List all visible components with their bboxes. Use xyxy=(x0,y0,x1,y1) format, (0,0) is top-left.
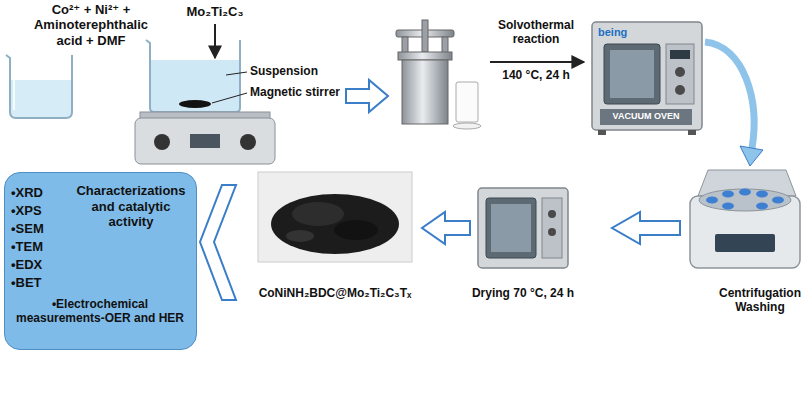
oven-window xyxy=(604,44,660,104)
autoclave-body xyxy=(402,60,448,124)
powder xyxy=(271,194,399,254)
oven-glass xyxy=(491,204,531,252)
curved-arrowhead xyxy=(740,146,763,166)
oven-knob xyxy=(548,210,556,218)
magnetic-stirrer-setup xyxy=(135,40,275,164)
product-caption: CoNiNH₂BDC@Mo₂Ti₂C₃Tₓ xyxy=(240,286,430,300)
powder xyxy=(286,230,314,242)
list-item: •BET xyxy=(11,275,69,291)
autoclave-screw xyxy=(422,20,428,52)
chevron-arrow xyxy=(200,185,236,300)
callout-label: Suspension xyxy=(250,64,344,78)
device-name: VACUUM OVEN xyxy=(600,111,692,122)
oven-knob xyxy=(675,67,685,77)
step-arrow xyxy=(422,212,470,244)
stirrer-knob xyxy=(240,134,256,150)
step-arrow xyxy=(346,80,388,112)
addition-arrow xyxy=(214,24,216,58)
leader-line xyxy=(226,72,247,75)
rotor xyxy=(699,189,791,211)
oven-display xyxy=(670,50,690,59)
solution xyxy=(11,80,71,117)
vacuum-oven xyxy=(592,22,702,135)
step-caption: Centrifugation Washing xyxy=(714,286,806,314)
list-item: •XRD xyxy=(11,185,69,201)
oven-door xyxy=(486,198,536,258)
glass-shine xyxy=(13,64,15,110)
sample-tube xyxy=(706,197,718,204)
photo-ground xyxy=(258,172,412,262)
autoclave xyxy=(396,20,481,129)
autoclave-cap xyxy=(398,52,452,60)
list-item: •SEM xyxy=(11,221,69,237)
powder xyxy=(292,202,344,226)
oven-body xyxy=(592,22,702,130)
curved-arrow xyxy=(705,42,754,148)
stirrer-base xyxy=(135,118,275,164)
beaker-glass xyxy=(6,55,72,118)
characterization-box: Characterizations and catalytic activity… xyxy=(4,172,197,350)
step-arrow xyxy=(612,212,680,244)
precursor-beaker xyxy=(6,55,72,118)
step-caption: Drying 70 °C, 24 h xyxy=(448,286,598,300)
leader-line xyxy=(212,93,247,103)
box-heading: Characterizations and catalytic activity xyxy=(71,183,191,230)
oven-foot xyxy=(688,130,696,135)
sample-tube xyxy=(772,197,784,204)
callout-label: Magnetic stirrer xyxy=(250,85,344,99)
teflon-liner xyxy=(456,82,478,122)
list-item: •TEM xyxy=(11,239,69,255)
centrifuge-display xyxy=(715,234,775,252)
beaker-glass xyxy=(146,40,240,112)
oven-knob xyxy=(675,85,685,95)
brand-mark: being xyxy=(598,26,648,39)
sample-tube xyxy=(756,191,768,198)
list-item: •EDX xyxy=(11,257,69,273)
process-label: Solvothermal reaction xyxy=(488,18,584,46)
product-photo xyxy=(258,172,412,262)
teflon-lid xyxy=(453,123,481,129)
oven-glass xyxy=(610,50,654,98)
name-plate xyxy=(600,109,692,125)
stir-bar xyxy=(179,100,211,108)
oven-body xyxy=(478,188,568,268)
list-item: •XPS xyxy=(11,203,69,219)
reagent-label: Co²⁺ + Ni²⁺ + Aminoterephthalic acid + D… xyxy=(26,2,156,48)
centrifuge xyxy=(690,170,800,268)
stirrer-display xyxy=(190,134,220,148)
suspension-liquid xyxy=(151,60,239,112)
oven-knob xyxy=(548,228,556,236)
condition-label: 140 °C, 24 h xyxy=(488,68,584,82)
sample-tube xyxy=(756,203,768,210)
sample-tube xyxy=(739,189,751,196)
reagent-label: Mo₂Ti₂C₃ xyxy=(180,4,250,19)
stirrer-knob xyxy=(154,134,170,150)
drying-oven xyxy=(478,188,568,268)
sample-tube xyxy=(722,191,734,198)
list-item: •Electrochemical measurements-OER and HE… xyxy=(10,297,190,326)
control-panel xyxy=(666,44,694,104)
oven-foot xyxy=(598,130,606,135)
sample-tube xyxy=(722,203,734,210)
powder xyxy=(334,220,378,240)
process-arrow xyxy=(490,61,584,63)
control-panel xyxy=(542,198,562,258)
